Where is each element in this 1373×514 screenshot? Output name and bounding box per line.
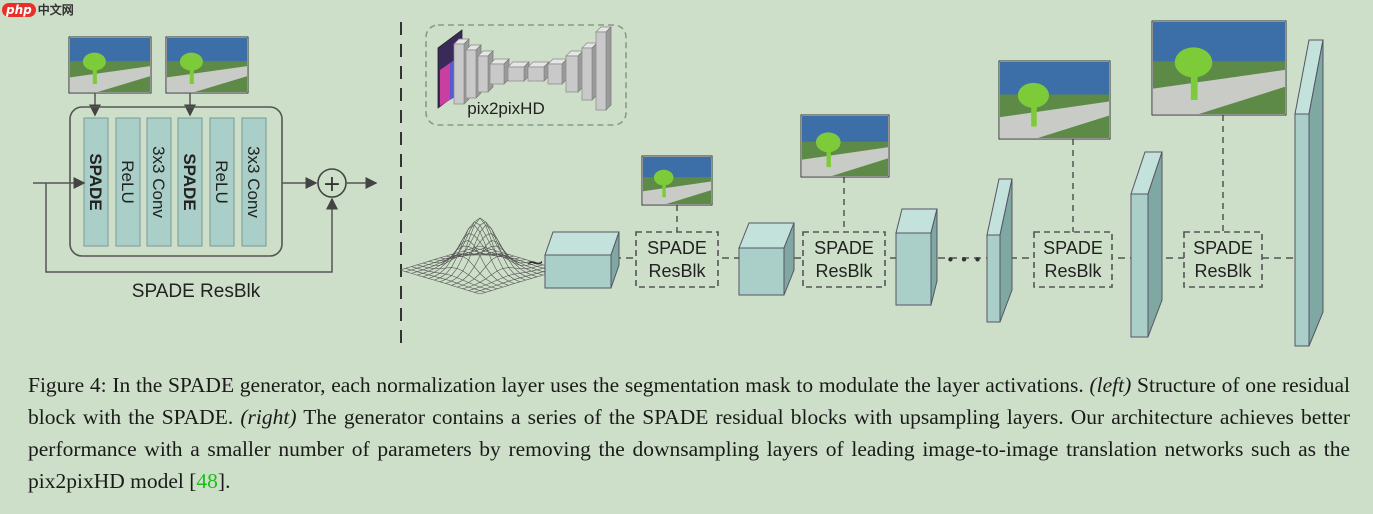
layer-bar — [209, 117, 235, 247]
caption-left-tag: (left) — [1089, 373, 1132, 397]
caption-end: ]. — [217, 469, 231, 493]
feature-map-block — [738, 222, 795, 296]
citation-link[interactable]: 48 — [196, 469, 218, 493]
figure-label: Figure 4: — [28, 373, 107, 397]
spade-resblks: SPADE ResBlk SPADE ResBlk SPADE ResBlk SPADE Re… — [635, 20, 1287, 288]
resblk-label: ResBlk — [1044, 261, 1102, 281]
spade-resblk-box: SPADE ResBlk — [998, 60, 1113, 288]
feature-maps — [544, 39, 1324, 347]
resblk-label: ResBlk — [815, 261, 873, 281]
segmap-thumb — [1151, 20, 1287, 116]
layer-label: SPADE — [86, 153, 105, 210]
caption-intro: In the SPADE generator, each normalizati… — [112, 373, 1084, 397]
feature-map-block — [1294, 39, 1324, 347]
resblk-label: ResBlk — [1194, 261, 1252, 281]
resblk-caption: SPADE ResBlk — [132, 281, 261, 302]
spade-resblk-box: SPADE ResBlk — [1151, 20, 1287, 288]
resblk-outline — [69, 106, 283, 257]
layer-label: ReLU — [118, 160, 137, 203]
layer-label: ReLU — [212, 160, 231, 203]
noise-distribution-icon — [399, 217, 561, 295]
layer-bar — [146, 117, 172, 247]
segmap-thumb — [641, 155, 713, 206]
feature-map-block — [986, 178, 1013, 323]
layer-bar — [115, 117, 141, 247]
resblk-label: SPADE — [647, 238, 707, 258]
pix2pixhd-network-icon — [437, 26, 612, 111]
figure-caption: Figure 4: In the SPADE generator, each n… — [28, 369, 1350, 497]
segmap-thumb-1 — [68, 36, 152, 94]
resblk-layers: SPADE ReLU 3x3 Conv SPADE ReLU 3x3 Conv — [83, 117, 267, 247]
right-panel: pix2pixHD ~ SPADE ResBlk SPADE ResBlk SPADE R… — [399, 20, 1324, 347]
watermark-badge: php — [2, 3, 36, 17]
layer-label: 3x3 Conv — [244, 146, 263, 218]
resblk-label: SPADE — [1043, 238, 1103, 258]
pix2pixhd-label: pix2pixHD — [467, 99, 544, 118]
layer-label: 3x3 Conv — [149, 146, 168, 218]
feature-map-block — [895, 208, 938, 306]
left-panel: SPADE ReLU 3x3 Conv SPADE ReLU 3x3 Conv + SPA… — [33, 36, 378, 302]
add-symbol: + — [323, 172, 341, 197]
resblk-label: SPADE — [814, 238, 874, 258]
feature-map-block — [544, 231, 620, 289]
pix2pixhd-inset — [425, 24, 627, 126]
segmap-thumb — [800, 114, 890, 178]
layer-label: SPADE — [180, 153, 199, 210]
spade-resblk-box: SPADE ResBlk — [800, 114, 890, 288]
resblk-label: ResBlk — [648, 261, 706, 281]
resblk-label: SPADE — [1193, 238, 1253, 258]
spade-resblk-box: SPADE ResBlk — [635, 155, 719, 288]
skip-connection — [45, 183, 338, 273]
watermark-site: 中文网 — [37, 3, 74, 17]
segmap-thumb-2 — [165, 36, 249, 94]
feature-map-block — [1130, 151, 1163, 338]
caption-left-text: Structure of one residual block with the… — [28, 373, 1351, 429]
layer-bar — [177, 117, 203, 247]
caption-right-text: The generator contains a series of the S… — [28, 405, 1351, 493]
caption-right-tag: (right) — [240, 405, 297, 429]
segmap-thumb — [998, 60, 1111, 140]
sampling-tilde: ~ — [526, 251, 544, 276]
layer-bar — [241, 117, 267, 247]
ellipsis: • • • — [946, 251, 982, 269]
